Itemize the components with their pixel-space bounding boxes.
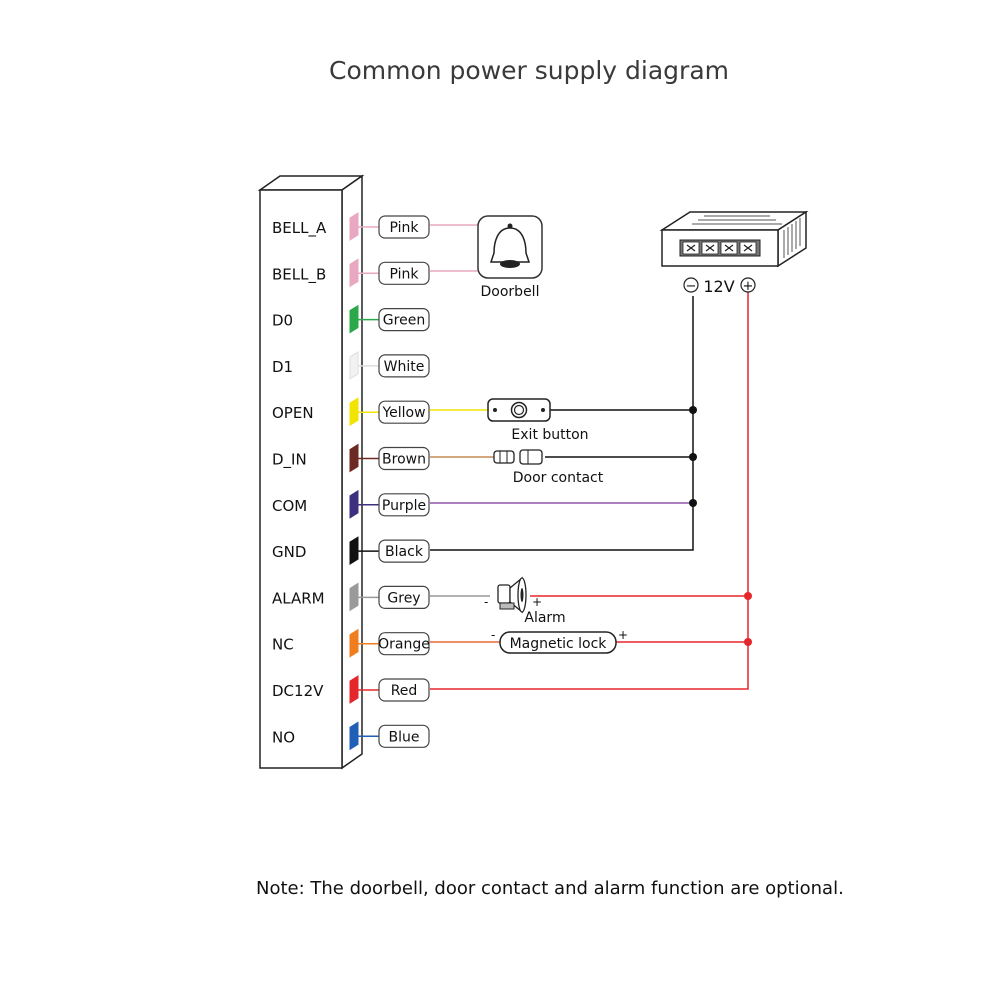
wire-color-label: Black [385,544,424,560]
wire-label-box [378,354,430,378]
wire-color-tab [349,628,359,658]
wire-color-tab [349,350,359,380]
door-contact: Door contact [493,449,604,486]
wire-color-label: Brown [382,452,426,468]
wire-color-tab [349,582,359,612]
wire-color-tab [349,397,359,427]
terminal-label: COM [272,497,307,515]
pin-row: OPEN Yellow [272,397,430,427]
wire-label-box [378,493,430,517]
wire-label-box [378,446,430,471]
pin-row: ALARM Grey [272,582,430,612]
pin-row: D_IN Brown [272,443,430,473]
wire-color-label: Yellow [381,405,425,421]
wire-color-tab [349,304,359,334]
psu-voltage-label: 12V [703,277,734,296]
wire-color-tab [349,536,359,566]
junction-dot [744,638,752,646]
terminal-label: BELL_A [272,219,327,238]
wire-color-label: Pink [389,220,419,236]
wire-color-label: Purple [382,498,426,514]
bell-icon [489,223,531,268]
junction-dot [689,406,697,414]
pin-row: GND Black [272,536,430,566]
alarm-siren: - + Alarm [484,576,566,626]
wire-color-label: Orange [378,637,430,653]
power-supply: − 12V + [659,210,809,296]
pin-row: NC Orange [272,628,430,658]
terminal-label: NO [272,728,295,746]
wire-color-label: Green [383,313,425,329]
alarm-minus: - [484,595,488,609]
terminal-label: GND [272,543,306,561]
wire-color-tab [349,443,359,473]
wire-label-box [378,724,430,748]
junction-dot [744,592,752,600]
wires [430,224,752,690]
wire-label-box [378,308,430,332]
pin-row: DC12V Red [272,675,430,704]
exit-button: Exit button [487,398,589,443]
magnetic-lock: Magnetic lock - + [491,628,628,654]
wire-label-box [378,400,430,424]
terminal-label: BELL_B [272,265,326,284]
wire-label-box [378,632,430,656]
wire-label-box [378,585,430,610]
terminal-label: NC [272,636,294,654]
doorbell: Doorbell [477,215,543,300]
terminal-label: D_IN [272,451,307,470]
psu-minus-terminal [683,277,699,293]
psu-vent-lines [692,215,801,258]
wire-label-box [378,678,430,702]
pin-row: COM Purple [272,489,430,519]
terminal-label: D1 [272,358,293,376]
exit-button-label: Exit button [511,427,588,443]
pin-row: BELL_A Pink [272,212,430,241]
wire-color-label: White [384,359,425,375]
controller-terminal-block [257,174,365,770]
door-contact-label: Door contact [513,470,604,486]
wire-label-box [378,261,430,285]
wire-dc12v [430,292,749,690]
junction-dot [689,499,697,507]
pin-row: NO Blue [272,721,430,751]
wire-label-box [378,215,430,239]
terminal-label: OPEN [272,404,314,422]
terminal-label: DC12V [272,682,324,700]
wire-color-tab [349,675,359,704]
magnetic-lock-label: Magnetic lock [510,636,608,652]
junction-dot [689,453,697,461]
footnote: Note: The doorbell, door contact and ala… [256,878,844,899]
doorbell-label: Doorbell [481,284,540,300]
wire-color-tab [349,212,359,241]
pin-row: D0 Green [272,304,430,334]
terminal-label: D0 [272,312,293,330]
lock-plus: + [618,628,628,642]
pin-row: D1 White [272,350,430,380]
wire-color-label: Grey [387,590,420,606]
alarm-label: Alarm [524,610,565,626]
alarm-plus: + [532,595,542,609]
wire-color-tab [349,721,359,751]
psu-minus: − [686,279,697,294]
wire-color-tab [349,258,359,288]
wire-gnd [430,296,694,551]
psu-plus: + [743,279,754,294]
psu-plus-terminal [740,277,756,293]
wire-color-label: Red [391,683,418,699]
lock-minus: - [491,628,495,642]
wire-color-tab [349,489,359,519]
wire-color-label: Blue [389,729,420,745]
terminal-label: ALARM [272,589,325,607]
pin-row: BELL_B Pink [272,258,430,288]
wire-color-label: Pink [389,266,419,282]
wire-label-box [378,539,430,563]
diagram-title: Common power supply diagram [328,56,729,85]
